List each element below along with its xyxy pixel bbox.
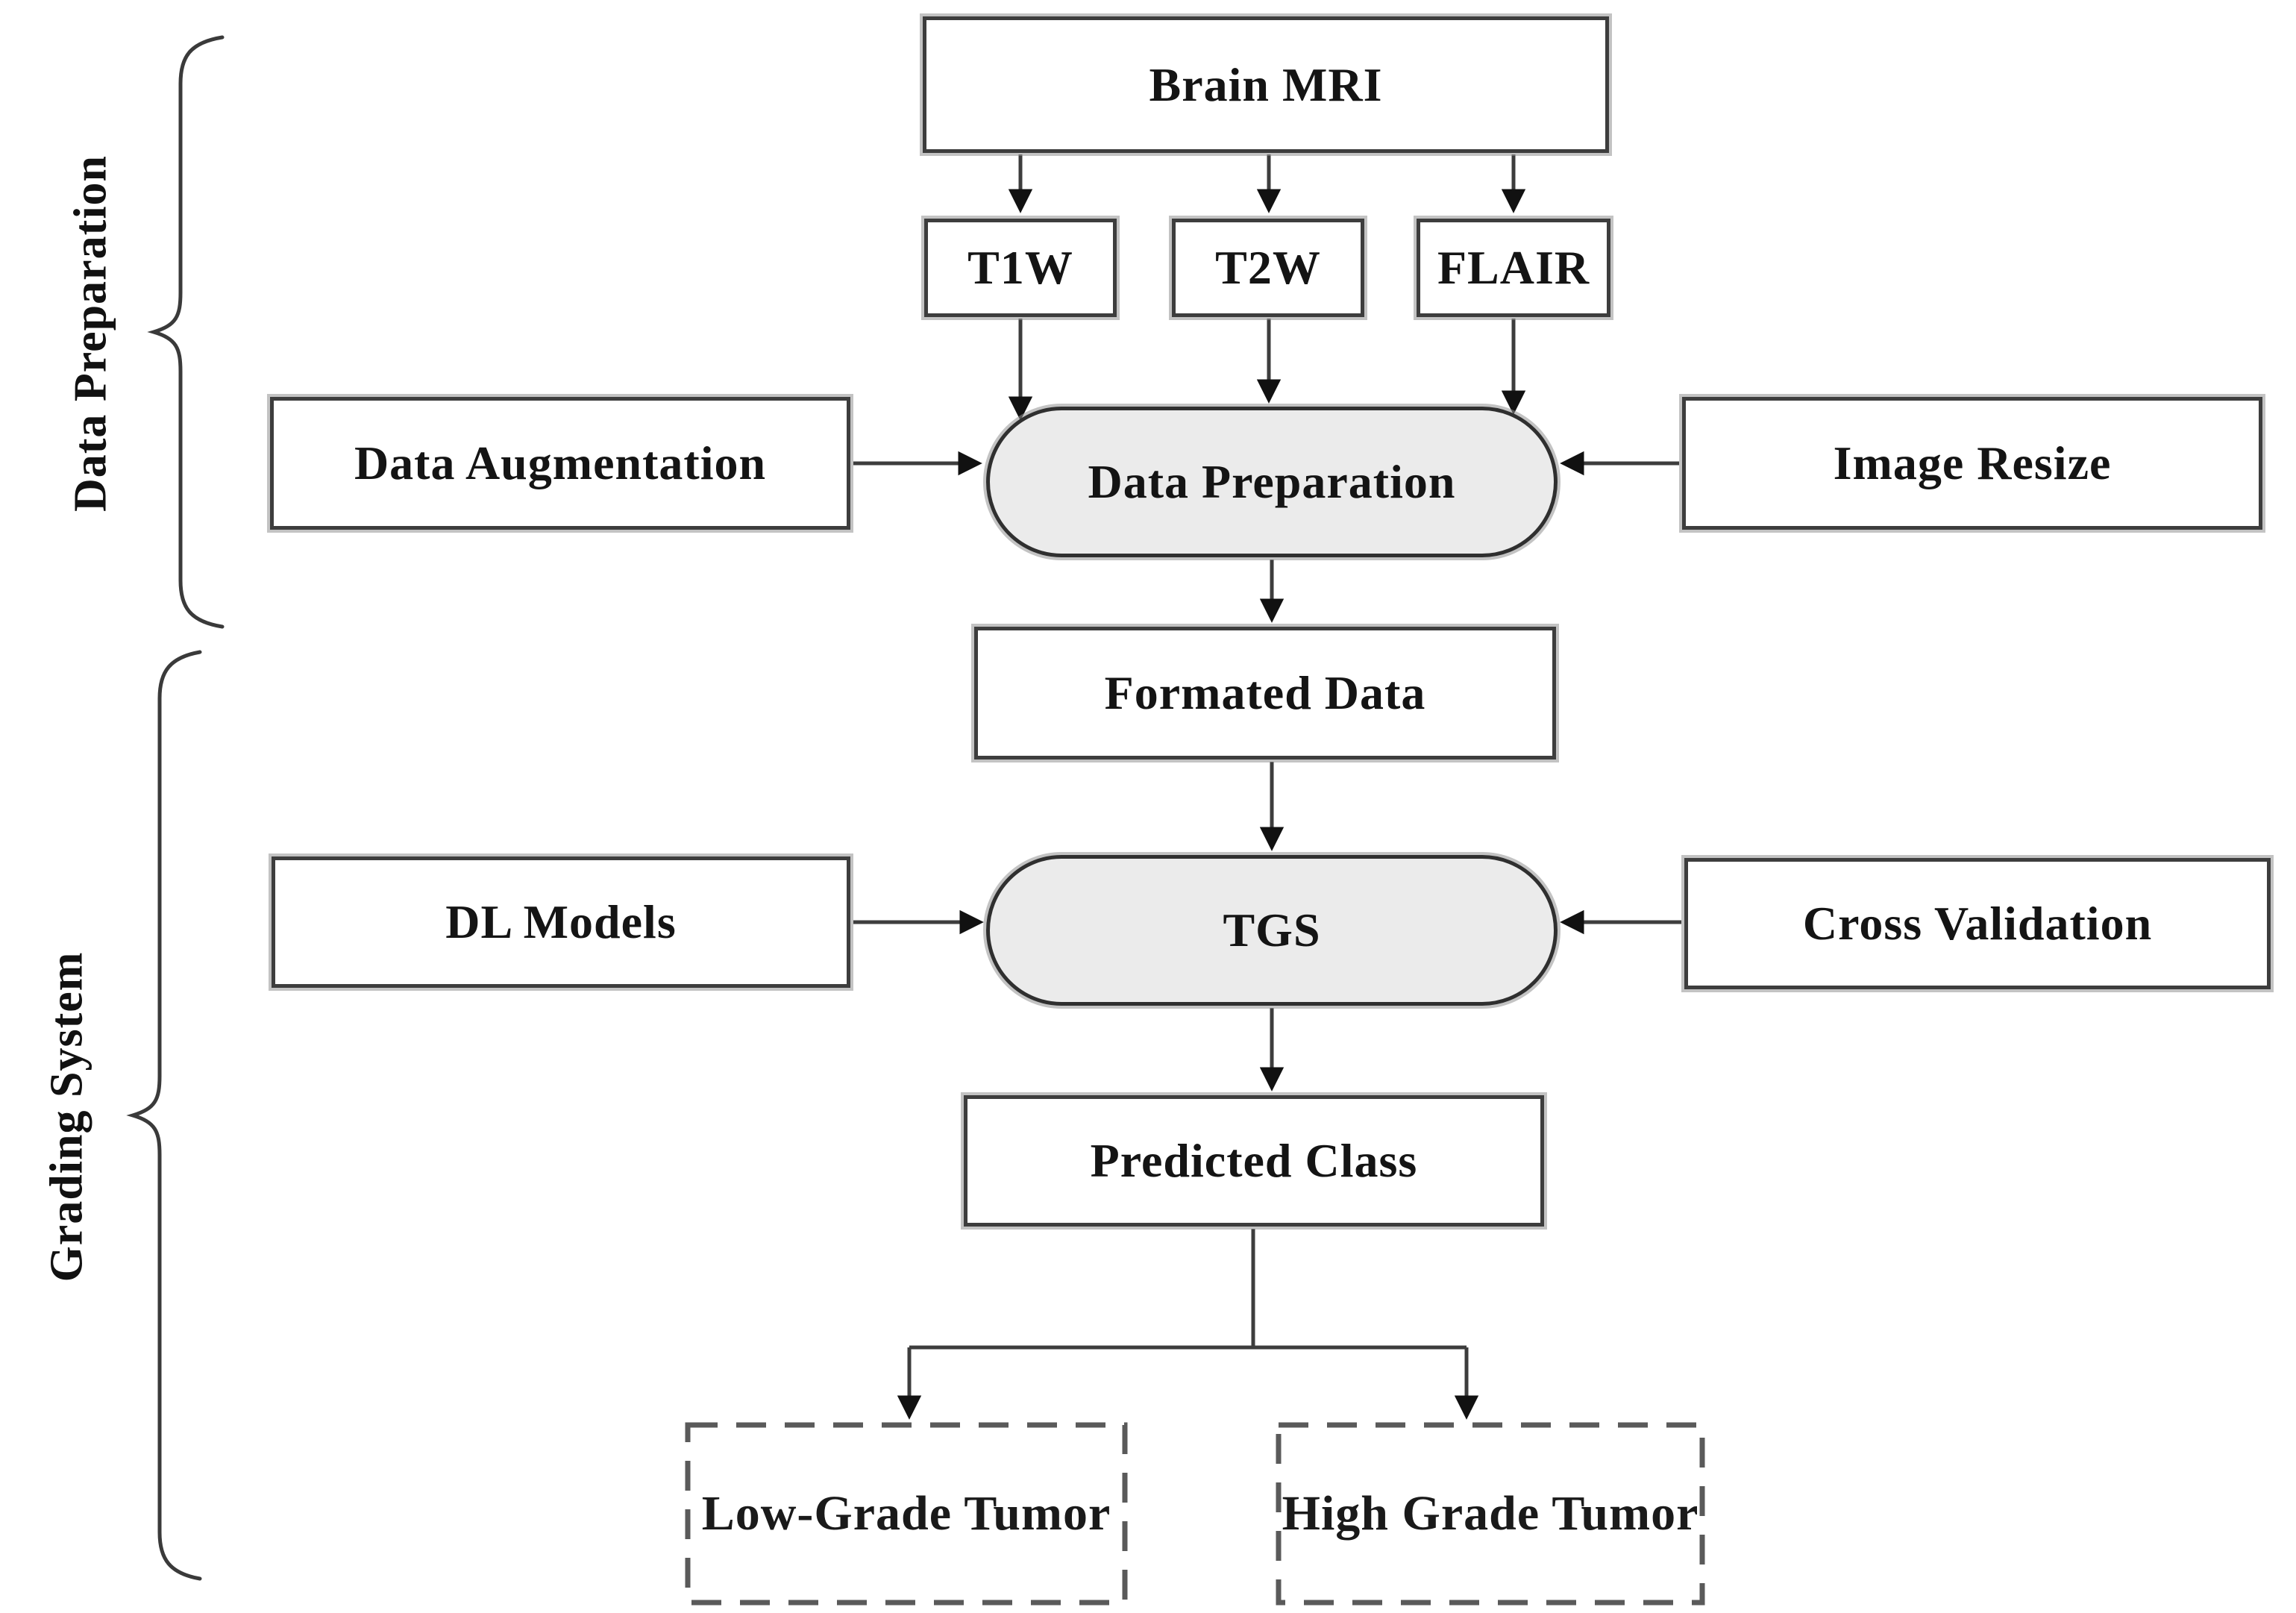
node-predicted-class: Predicted Class [964, 1095, 1544, 1227]
node-tgs: TGS [986, 855, 1558, 1006]
node-brain-mri: Brain MRI [923, 16, 1609, 153]
data-preparation-stage-label: Data Preparation [65, 154, 116, 513]
node-cross-validation: Cross Validation [1684, 858, 2271, 989]
node-data-preparation: Data Preparation [986, 407, 1558, 557]
node-t2w: T2W [1172, 219, 1364, 317]
arrow-group [853, 154, 1681, 1420]
high-grade-tumor-dashed-outline [1276, 1422, 1705, 1606]
node-high-grade-tumor: High Grade Tumor [1282, 1486, 1699, 1541]
node-data-augmentation: Data Augmentation [270, 397, 850, 530]
node-formated-data: Formated Data [974, 627, 1556, 759]
node-flair: FLAIR [1417, 219, 1610, 317]
node-t1w: T1W [924, 219, 1117, 317]
low-grade-tumor-dashed-outline [685, 1422, 1128, 1606]
node-dl-models: DL Models [272, 856, 850, 988]
grading-system-stage-label: Grading System [41, 951, 92, 1282]
node-low-grade-tumor: Low-Grade Tumor [701, 1486, 1111, 1541]
data-preparation-brace [147, 35, 225, 629]
node-image-resize: Image Resize [1682, 397, 2262, 530]
grading-system-brace [126, 650, 202, 1581]
